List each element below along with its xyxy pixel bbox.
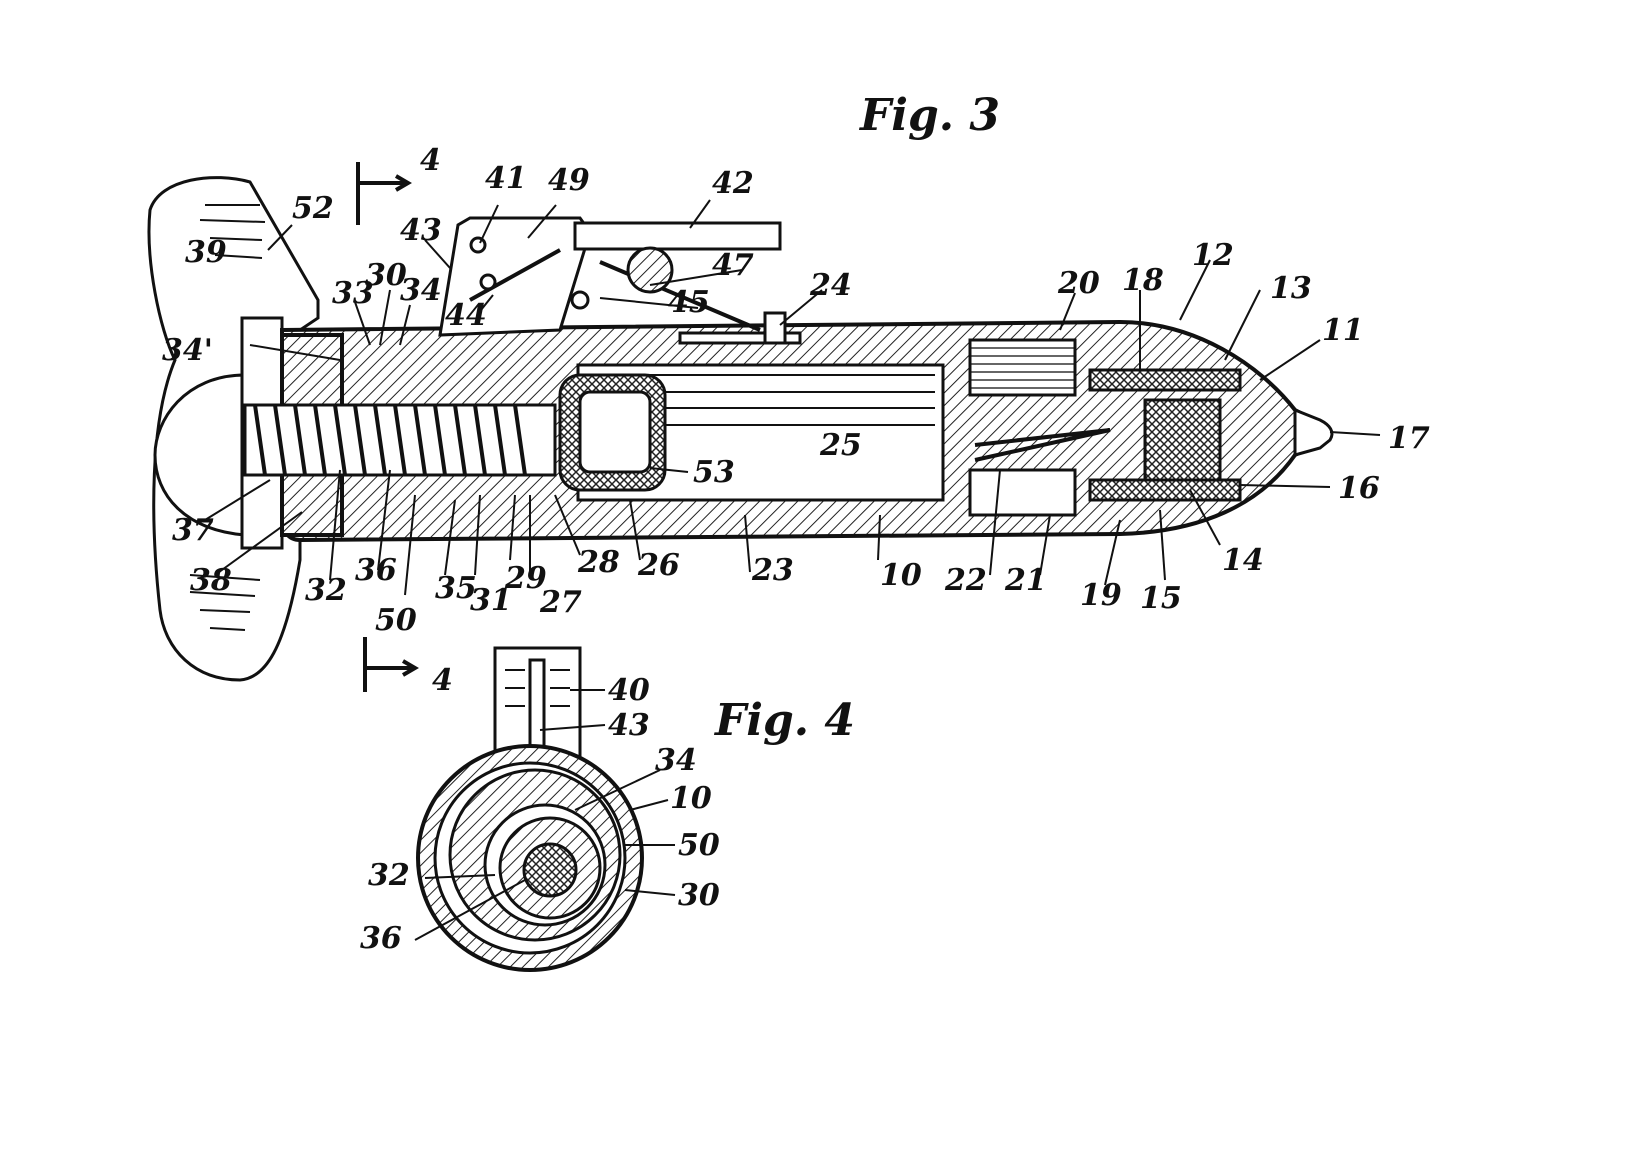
label-50: 50 <box>375 603 417 638</box>
label-53: 53 <box>693 455 735 490</box>
label-32: 32 <box>305 573 347 608</box>
needle-22 <box>974 428 1111 462</box>
knob-shading <box>189 204 266 631</box>
pivot-41 <box>469 236 487 254</box>
label-52: 52 <box>292 191 334 226</box>
nozzle-insert-14 <box>1143 398 1222 482</box>
label-45: 45 <box>668 285 710 320</box>
label-4-top: 4 <box>420 143 441 178</box>
label-12: 12 <box>1192 238 1234 273</box>
label-28: 28 <box>577 545 620 580</box>
label-24: 24 <box>809 268 852 303</box>
label-33: 33 <box>332 276 374 311</box>
label-19: 19 <box>1080 578 1122 613</box>
fig4-label-43: 43 <box>608 708 650 743</box>
forward-chamber <box>968 338 1077 397</box>
label-35: 35 <box>435 571 477 606</box>
label-27: 27 <box>539 585 582 620</box>
label-26: 26 <box>637 548 680 583</box>
piston-core-53 <box>578 390 652 474</box>
label-4-bottom: 4 <box>432 663 453 698</box>
label-22: 22 <box>944 563 987 598</box>
label-38: 38 <box>190 563 232 598</box>
tip-17 <box>1293 407 1334 457</box>
fig4-label-50: 50 <box>678 828 720 863</box>
label-39: 39 <box>185 235 227 270</box>
forward-chamber-lower <box>968 468 1077 517</box>
bore-lines <box>600 374 935 426</box>
label-31: 31 <box>470 583 512 618</box>
figure-3-cross-section: Fig. 3 4 41 49 42 43 52 39 30 33 34 34' … <box>147 90 1430 698</box>
figure-4-end-view: Fig. 4 40 43 34 10 50 30 32 36 <box>360 646 855 972</box>
label-49: 49 <box>548 163 590 198</box>
label-44: 44 <box>445 298 487 333</box>
fig4-label-30: 30 <box>678 878 720 913</box>
label-23: 23 <box>751 553 794 588</box>
lever-link-45 <box>469 248 761 332</box>
label-41: 41 <box>485 161 527 196</box>
lug-shading <box>505 669 570 707</box>
label-36: 36 <box>355 553 397 588</box>
clip-24 <box>678 331 802 345</box>
knob-dome <box>153 373 247 537</box>
lever-42 <box>573 221 782 251</box>
label-13: 13 <box>1270 271 1312 306</box>
label-16: 16 <box>1338 471 1380 506</box>
pivot-45 <box>570 290 590 310</box>
label-14: 14 <box>1222 543 1264 578</box>
fig4-label-10: 10 <box>670 781 712 816</box>
nozzle-cap <box>1088 368 1242 392</box>
label-34-prime: 34' <box>162 333 213 368</box>
label-37: 37 <box>172 513 214 548</box>
figure-3-title: Fig. 3 <box>858 90 1000 141</box>
roller-47 <box>626 246 674 294</box>
fig4-label-36: 36 <box>360 921 402 956</box>
fig4-label-32: 32 <box>368 858 410 893</box>
label-21: 21 <box>1004 563 1047 598</box>
label-17: 17 <box>1388 421 1430 456</box>
label-10: 10 <box>880 558 922 593</box>
label-30: 30 <box>365 258 407 293</box>
pivot-44 <box>479 273 497 291</box>
label-34: 34 <box>400 273 442 308</box>
leader-lines <box>204 199 1381 596</box>
label-25: 25 <box>819 428 862 463</box>
fig4-label-40: 40 <box>608 673 650 708</box>
shaft-36 <box>522 842 578 898</box>
label-18: 18 <box>1122 263 1164 298</box>
section-line-4-4 <box>356 162 419 692</box>
label-29: 29 <box>504 561 547 596</box>
label-20: 20 <box>1057 266 1100 301</box>
figure-4-title: Fig. 4 <box>713 695 855 746</box>
clip-stud <box>763 311 787 345</box>
label-43: 43 <box>400 213 442 248</box>
fig4-leader-lines <box>414 689 676 941</box>
label-47: 47 <box>712 248 754 283</box>
nozzle-cap-lower <box>1088 478 1242 502</box>
screw-threads <box>253 404 527 476</box>
fig4-label-34: 34 <box>655 743 697 778</box>
label-15: 15 <box>1140 581 1182 616</box>
label-11: 11 <box>1322 313 1364 348</box>
label-42: 42 <box>712 166 754 201</box>
